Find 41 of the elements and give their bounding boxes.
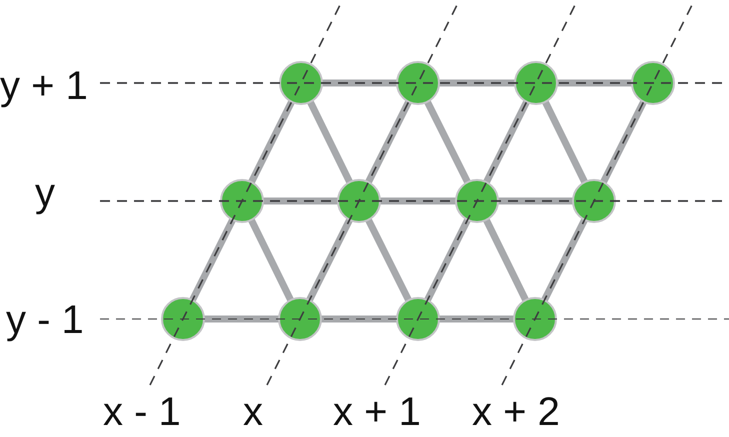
- lattice-node: [455, 179, 499, 223]
- connector-line: [439, 80, 515, 86]
- connector-line: [322, 80, 397, 86]
- lattice-node: [161, 297, 205, 341]
- lattice-node: [572, 179, 616, 223]
- lattice-node: [278, 297, 322, 341]
- connector-line: [380, 198, 456, 204]
- connector-line: [248, 100, 295, 184]
- lattice-node: [396, 61, 440, 105]
- connector-line: [321, 316, 397, 322]
- lattice-node: [513, 297, 557, 341]
- lattice-node: [396, 297, 440, 341]
- connector-line: [424, 218, 471, 302]
- connector-line: [204, 316, 279, 322]
- coordinate-label: x - 1: [103, 392, 181, 432]
- connector-line: [365, 218, 412, 302]
- connector-line: [307, 100, 353, 184]
- lattice-node: [514, 61, 558, 105]
- connector-line: [263, 198, 338, 204]
- connector-line: [498, 198, 573, 204]
- connector-line: [541, 218, 588, 302]
- coordinate-label: y + 1: [0, 66, 88, 106]
- connector-line: [557, 80, 632, 86]
- lattice-node: [337, 179, 381, 223]
- coordinate-label: x: [243, 392, 263, 432]
- connector-line: [483, 100, 530, 184]
- connector-line: [600, 100, 647, 184]
- connector-line: [439, 316, 514, 322]
- connector-line: [248, 218, 294, 302]
- lattice-node: [631, 61, 675, 105]
- coordinate-label: x + 2: [472, 392, 560, 432]
- coordinate-label: y - 1: [6, 300, 84, 340]
- connector-line: [189, 218, 236, 302]
- connector-line: [424, 100, 471, 184]
- connector-line: [542, 100, 588, 184]
- connector-line: [306, 218, 353, 302]
- connector-line: [365, 100, 412, 184]
- coordinate-label: y: [35, 173, 55, 213]
- lattice-node: [220, 179, 264, 223]
- coordinate-label: x + 1: [333, 392, 421, 432]
- lattice-node: [279, 61, 323, 105]
